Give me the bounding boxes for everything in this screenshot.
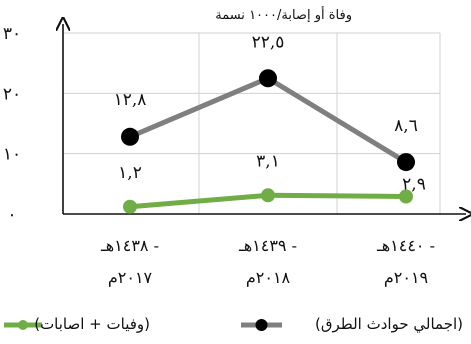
legend-label-1: (وفيات + اصابات) (34, 315, 150, 333)
series-1-point-1 (261, 188, 275, 203)
x-tick-label-1-line1: ١٤٣٩هـ - (238, 236, 297, 255)
legend: (اجمالي حوادث الطرق) (وفيات + اصابات) (4, 315, 463, 334)
legend-item-1: (وفيات + اصابات) (4, 315, 150, 333)
x-tick-labels: ١٤٣٨هـ - ٢٠١٧م ١٤٣٩هـ - ٢٠١٨م ١٤٤٠هـ - ٢٠١٩م (100, 236, 435, 287)
x-tick-label-0-line1: ١٤٣٨هـ - (100, 236, 159, 255)
legend-label-0: (اجمالي حوادث الطرق) (315, 315, 463, 334)
series-1-point-2 (399, 189, 413, 204)
series-0-data-label-1: ٢٢,٥ (252, 32, 285, 52)
series-1: ١,٢ ٣,١ ٢,٩ (118, 151, 426, 214)
series-1-data-label-1: ٣,١ (256, 151, 280, 171)
y-tick-label-1: ١٠ (3, 145, 21, 165)
y-tick-label-0: ٠ (7, 205, 16, 225)
series-0-data-label-2: ٨,٦ (394, 116, 418, 136)
series-1-data-label-0: ١,٢ (118, 163, 142, 183)
series-0-point-2 (397, 153, 415, 172)
series-1-point-0 (123, 199, 137, 214)
series-0: ١٢,٨ ٢٢,٥ ٨,٦ (114, 32, 418, 172)
series-0-data-label-0: ١٢,٨ (114, 90, 147, 110)
x-tick-label-2-line2: ٢٠١٩م (384, 268, 428, 287)
y-axis-label: وفاة أو إصابة/١٠٠٠ نسمة (215, 6, 352, 23)
series-1-data-label-2: ٢,٩ (402, 175, 426, 195)
y-tick-label-3: ٣٠ (3, 24, 21, 44)
axes (63, 24, 466, 214)
x-tick-label-2-line1: ١٤٤٠هـ - (376, 236, 435, 255)
series-0-line (129, 75, 408, 165)
y-tick-labels: ٠ ١٠ ٢٠ ٣٠ (3, 24, 21, 225)
grid-lines (63, 32, 441, 214)
series-0-point-0 (121, 127, 139, 146)
y-tick-label-2: ٢٠ (3, 84, 21, 104)
series-0-point-1 (259, 69, 277, 88)
series-layer: ١٢,٨ ٢٢,٥ ٨,٦ ١,٢ ٣,١ ٢,٩ (114, 32, 426, 214)
x-tick-label-0-line2: ٢٠١٧م (108, 268, 153, 287)
legend-swatch-marker-0 (255, 319, 268, 331)
legend-item-0: (اجمالي حوادث الطرق) (241, 315, 463, 334)
x-tick-label-1-line2: ٢٠١٨م (246, 268, 291, 287)
legend-swatch-marker-1 (18, 320, 28, 330)
